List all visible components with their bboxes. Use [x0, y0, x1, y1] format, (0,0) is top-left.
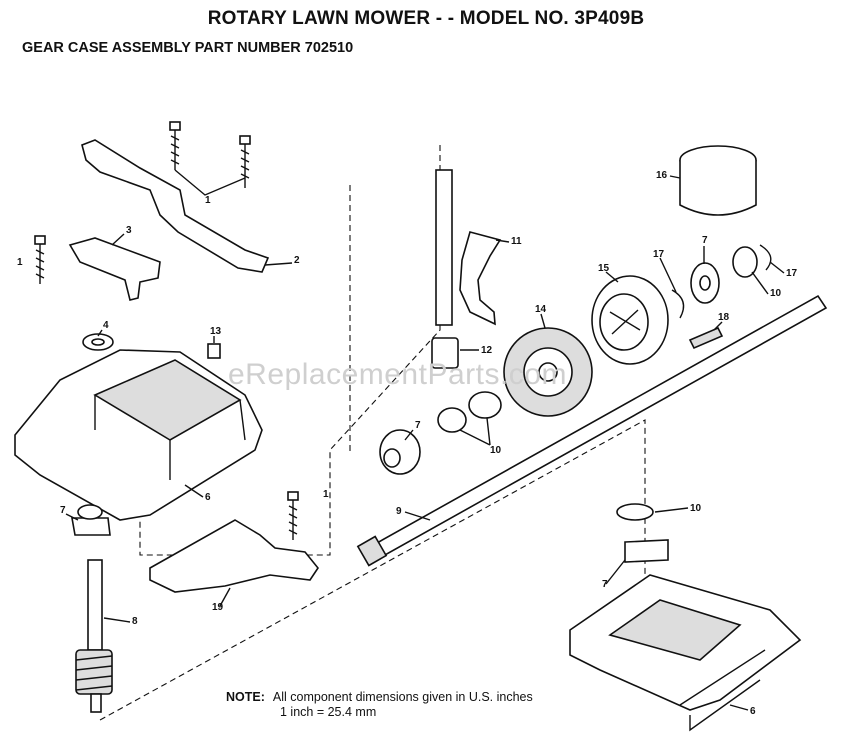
callout-18: 18: [718, 312, 730, 323]
page-subtitle: GEAR CASE ASSEMBLY PART NUMBER 702510: [22, 40, 354, 56]
part-11-shift-fork: [435, 169, 502, 326]
callout-7-bottom: 7: [602, 579, 608, 590]
callout-2: 2: [294, 255, 300, 266]
callout-16: 16: [656, 170, 668, 181]
part-8-worm-shaft: [75, 559, 113, 713]
assembly-line-bottom: [99, 419, 646, 721]
callout-12: 12: [481, 345, 493, 356]
callout-9: 9: [396, 506, 402, 517]
part-10-washer-center-a: [437, 407, 467, 433]
callout-17-left: 17: [653, 249, 665, 260]
note-block: NOTE: All component dimensions given in U…: [226, 690, 533, 720]
callout-1-top: 1: [205, 195, 211, 206]
callout-7-left: 7: [60, 505, 66, 516]
part-16-sleeve: [679, 145, 757, 216]
watermark: eReplacementParts.com: [228, 358, 567, 391]
page-title: ROTARY LAWN MOWER - - MODEL NO. 3P409B: [207, 8, 645, 29]
callout-11: 11: [511, 236, 522, 247]
callout-7-center: 7: [415, 420, 421, 431]
part-7-bushing-center: [379, 429, 421, 475]
callout-3: 3: [126, 225, 132, 236]
part-7-bushing-bottom: [624, 539, 669, 563]
part-10-washer-right: [732, 246, 758, 278]
callout-10-right: 10: [770, 288, 782, 299]
part-15-pulley: [591, 275, 669, 365]
callout-19: 19: [212, 602, 224, 613]
part-9-main-shaft: [356, 294, 828, 567]
note-line-2: 1 inch = 25.4 mm: [280, 705, 377, 719]
part-12-collar: [431, 337, 459, 369]
callout-4: 4: [103, 320, 109, 331]
part-14-gear: [503, 327, 593, 417]
part-17-clip-right: [759, 244, 772, 271]
part-18-key: [688, 326, 724, 350]
callout-1-left: 1: [17, 257, 23, 268]
callout-14: 14: [535, 304, 547, 315]
callout-13: 13: [210, 326, 222, 337]
callout-6-lower: 6: [750, 706, 756, 717]
callout-7-right: 7: [702, 235, 708, 246]
part-10-washer-center-b: [468, 391, 502, 419]
note-label: NOTE:: [226, 690, 265, 704]
callout-6-upper: 6: [205, 492, 211, 503]
part-6-gear-case-lower: [569, 574, 802, 732]
callout-15: 15: [598, 263, 610, 274]
part-13-fitting: [207, 343, 221, 359]
callout-8: 8: [132, 616, 138, 627]
part-10-washer-bottom: [616, 503, 654, 521]
callout-10-bottom: 10: [690, 503, 702, 514]
callout-17-right: 17: [786, 268, 798, 279]
note-line-1: All component dimensions given in U.S. i…: [272, 690, 533, 704]
part-3-lever: [68, 237, 161, 301]
part-17-clip-left: [671, 289, 685, 319]
part-2-bracket: [81, 139, 270, 273]
callout-1-lower: 1: [323, 489, 329, 500]
leader-lines: [65, 175, 785, 711]
part-7-bushing-right: [690, 262, 720, 304]
part-19-gasket: [149, 519, 319, 593]
callout-10-center: 10: [490, 445, 502, 456]
part-1-screws: [34, 121, 299, 540]
